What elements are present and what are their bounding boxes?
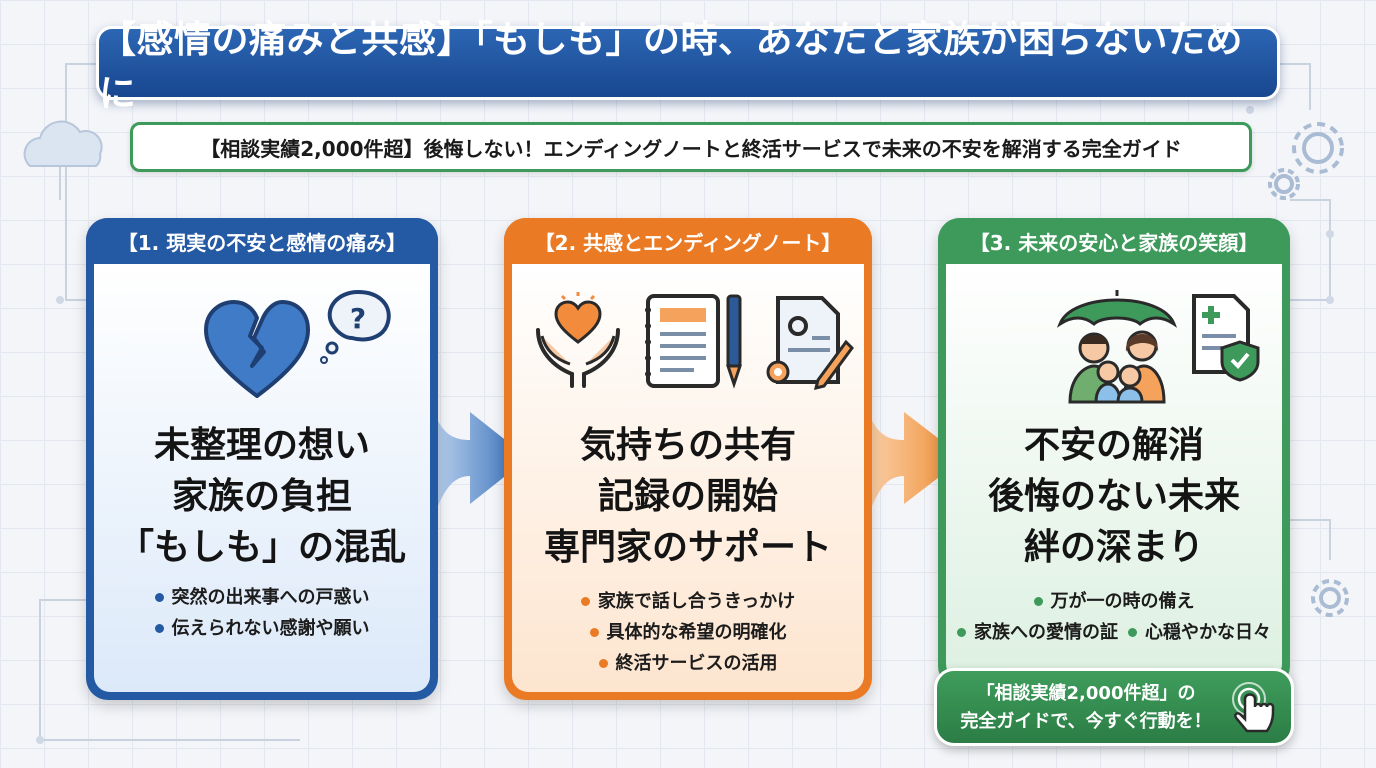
page-title: 【感情の痛みと共感】「もしも」の時、あなたと家族が困らないために [96,18,1280,115]
gear-icon [1268,122,1349,617]
list-item: 具体的な希望の明確化 [512,617,864,648]
main-point: 家族の負担 [171,476,352,517]
panel-header: 【2. 共感とエンディングノート】 [504,218,872,264]
flow-arrow-2 [855,380,964,540]
list-item-pair: 家族への愛情の証 心穏やかな日々 [946,617,1282,648]
main-point: 気持ちの共有 [579,425,796,466]
bullet-list: 万が一の時の備え 家族への愛情の証 心穏やかな日々 [946,586,1282,648]
main-point: 記録の開始 [597,476,778,517]
broken-heart-icon [204,300,310,398]
panel-empathy-ending-note: 【2. 共感とエンディングノート】 気持ちの共有 記録の開始 専 [504,218,872,700]
bullet-text: 伝えられない感謝や願い [171,618,370,639]
cloud-icon [23,120,103,167]
svg-text:?: ? [350,302,366,335]
list-item: 家族で話し合うきっかけ [512,586,864,617]
cta-line: 完全ガイドで、今すぐ行動を！ [960,711,1212,732]
panel-body: ? 未整理の想い 家族の負担 「もしも」の混乱 突然の出来事への戸惑い 伝えられ… [94,264,430,692]
bullet-text: 心穏やかな日々 [1145,622,1271,643]
document-gear-icon [766,296,854,391]
main-point: 「もしも」の混乱 [117,527,406,568]
main-point: 後悔のない未来 [987,476,1240,517]
panel-future-peace: 【3. 未来の安心と家族の笑顔】 不安の解消 後悔のない未来 絆の深ま [938,218,1290,688]
caring-hands-heart-icon [536,292,620,388]
question-bubble-icon: ? [320,289,391,364]
list-item: 終活サービスの活用 [512,648,864,679]
insurance-document-icon [1192,294,1260,382]
cta-line: 「相談実績2,000件超」の [976,683,1196,704]
flow-arrow-1 [420,380,528,540]
panel-body: 不安の解消 後悔のない未来 絆の深まり 万が一の時の備え 家族への愛情の証 心穏… [946,264,1282,680]
list-item: 万が一の時の備え [946,586,1282,617]
main-point: 不安の解消 [1023,425,1204,466]
bullet-text: 家族で話し合うきっかけ [597,591,796,612]
page-subtitle: 【相談実績2,000件超】後悔しない！エンディングノートと終活サービスで未来の不… [130,122,1252,172]
family-umbrella-icon [1056,290,1178,404]
bullet-list: 突然の出来事への戸惑い 伝えられない感謝や願い [94,582,430,644]
main-point: 専門家のサポート [543,527,832,568]
notebook-pen-icon [645,294,743,389]
panel-header: 【3. 未来の安心と家族の笑顔】 [938,218,1290,264]
main-point: 未整理の想い [153,425,370,466]
bullet-text: 家族への愛情の証 [974,622,1118,643]
list-item: 伝えられない感謝や願い [94,613,430,644]
bullet-text: 具体的な希望の明確化 [606,622,787,643]
cta-button[interactable]: 「相談実績2,000件超」の 完全ガイドで、今すぐ行動を！ [934,668,1294,746]
main-points: 不安の解消 後悔のない未来 絆の深まり [946,420,1282,573]
bullet-text: 終活サービスの活用 [615,653,778,674]
panel-header: 【1. 現実の不安と感情の痛み】 [86,218,438,264]
bullet-text: 突然の出来事への戸惑い [171,587,370,608]
panel-body: 気持ちの共有 記録の開始 専門家のサポート 家族で話し合うきっかけ 具体的な希望… [512,264,864,692]
bullet-text: 万が一の時の備え [1050,591,1195,612]
main-points: 未整理の想い 家族の負担 「もしも」の混乱 [94,420,430,573]
main-point: 絆の深まり [1023,527,1204,568]
cta-label: 「相談実績2,000件超」の 完全ガイドで、今すぐ行動を！ [955,680,1217,736]
tap-hand-icon [1232,682,1275,733]
bullet-list: 家族で話し合うきっかけ 具体的な希望の明確化 終活サービスの活用 [512,586,864,679]
panel-current-anxiety: 【1. 現実の不安と感情の痛み】 ? 未整理の想い 家族の負担 「もしも」の混乱… [86,218,438,700]
list-item: 突然の出来事への戸惑い [94,582,430,613]
main-points: 気持ちの共有 記録の開始 専門家のサポート [512,420,864,573]
